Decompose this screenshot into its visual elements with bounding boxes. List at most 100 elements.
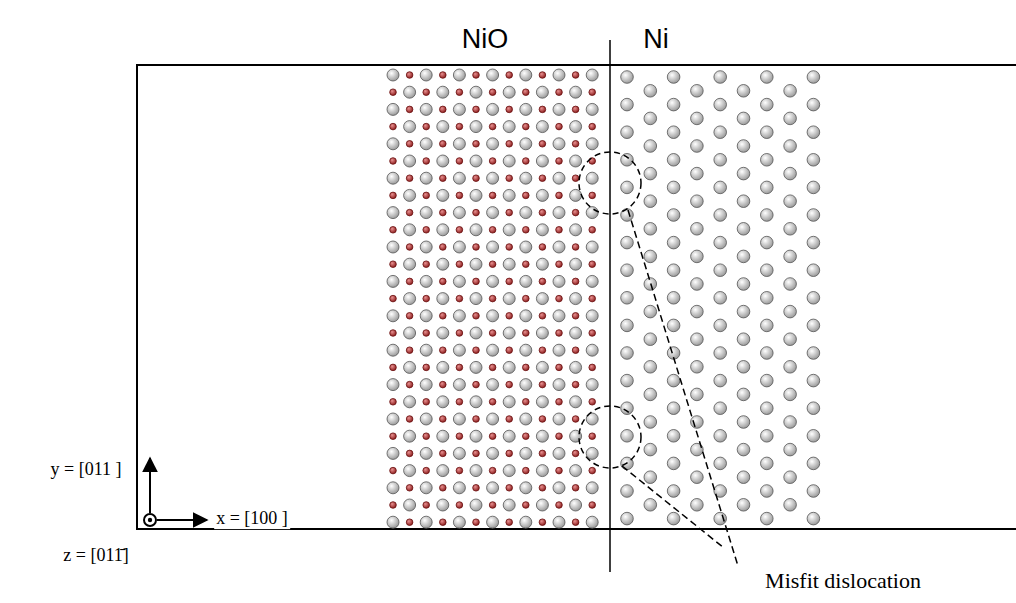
oxygen-atom — [473, 416, 480, 423]
axis-label: x = [100 ] — [214, 509, 290, 529]
nickel-atom — [487, 207, 499, 219]
nickel-atom — [667, 374, 680, 387]
nickel-atom — [784, 499, 797, 512]
oxygen-atom — [456, 295, 463, 302]
oxygen-atom — [423, 295, 430, 302]
oxygen-atom — [440, 72, 447, 79]
oxygen-atom — [406, 175, 413, 182]
nickel-atom — [387, 103, 399, 115]
nickel-atom — [714, 430, 727, 443]
nickel-atom — [420, 138, 432, 150]
nickel-atom — [420, 241, 432, 253]
nickel-atom — [520, 275, 532, 287]
nickel-atom — [586, 516, 598, 528]
nickel-atom — [737, 471, 750, 484]
oxygen-atom — [440, 416, 447, 423]
nickel-atom — [784, 167, 797, 180]
phase-label: NiO — [462, 25, 509, 55]
dislocation-circle — [579, 152, 641, 214]
oxygen-atom — [440, 278, 447, 285]
oxygen-atom — [556, 261, 563, 268]
oxygen-atom — [423, 227, 430, 234]
nickel-atom — [536, 121, 548, 133]
nickel-atom — [453, 172, 465, 184]
oxygen-atom — [589, 192, 596, 199]
nickel-atom — [470, 327, 482, 339]
oxygen-atom — [572, 485, 579, 492]
nickel-atom — [761, 71, 774, 84]
nickel-atom — [761, 98, 774, 111]
nickel-atom — [404, 396, 416, 408]
nickel-atom — [586, 241, 598, 253]
oxygen-atom — [506, 381, 513, 388]
nickel-atom — [437, 224, 449, 236]
nickel-atom — [437, 361, 449, 373]
oxygen-atom — [589, 502, 596, 509]
nickel-atom — [761, 485, 774, 498]
oxygen-atom — [390, 502, 397, 509]
nickel-atom — [570, 121, 582, 133]
nickel-atom — [437, 465, 449, 477]
nickel-atom — [714, 264, 727, 277]
nickel-atom — [387, 172, 399, 184]
oxygen-atom — [440, 209, 447, 216]
nickel-atom — [437, 121, 449, 133]
nickel-atom — [470, 499, 482, 511]
nickel-atom — [553, 207, 565, 219]
nickel-atom — [420, 103, 432, 115]
nickel-atom — [807, 430, 820, 443]
oxygen-atom — [456, 261, 463, 268]
nickel-atom — [737, 305, 750, 318]
nickel-atom — [503, 293, 515, 305]
oxygen-atom — [489, 158, 496, 165]
nickel-atom — [536, 155, 548, 167]
oxygen-atom — [473, 347, 480, 354]
nickel-atom — [553, 172, 565, 184]
nickel-atom — [520, 241, 532, 253]
nickel-atom — [470, 258, 482, 270]
oxygen-atom — [406, 313, 413, 320]
nickel-atom — [570, 189, 582, 201]
nickel-atom — [644, 333, 657, 346]
oxygen-atom — [539, 209, 546, 216]
oxygen-atom — [523, 330, 530, 337]
nickel-atom — [784, 112, 797, 125]
nickel-atom — [453, 241, 465, 253]
oxygen-atom — [539, 244, 546, 251]
nickel-atom — [644, 388, 657, 401]
nickel-atom — [737, 250, 750, 263]
nickel-atom — [714, 512, 727, 525]
oxygen-atom — [572, 244, 579, 251]
oxygen-atom — [572, 347, 579, 354]
nickel-atom — [553, 344, 565, 356]
nickel-atom — [387, 275, 399, 287]
oxygen-atom — [589, 89, 596, 96]
nickel-atom — [553, 413, 565, 425]
nickel-atom — [586, 447, 598, 459]
oxygen-atom — [506, 347, 513, 354]
nickel-atom — [520, 207, 532, 219]
nickel-atom — [453, 344, 465, 356]
nickel-atom — [420, 447, 432, 459]
nickel-atom — [536, 258, 548, 270]
oxygen-atom — [572, 278, 579, 285]
atom-lattice — [387, 69, 820, 528]
nickel-atom — [570, 499, 582, 511]
nickel-atom — [761, 292, 774, 305]
oxygen-atom — [589, 364, 596, 371]
nickel-atom — [536, 430, 548, 442]
oxygen-atom — [406, 450, 413, 457]
oxygen-atom — [489, 227, 496, 234]
oxygen-atom — [523, 261, 530, 268]
oxygen-atom — [539, 416, 546, 423]
nickel-atom — [553, 379, 565, 391]
oxygen-atom — [390, 364, 397, 371]
nickel-atom — [807, 319, 820, 332]
nickel-atom — [420, 482, 432, 494]
nickel-atom — [691, 85, 704, 98]
nickel-atom — [503, 327, 515, 339]
nickel-atom — [586, 207, 598, 219]
oxygen-atom — [440, 347, 447, 354]
nickel-atom — [387, 241, 399, 253]
oxygen-atom — [406, 519, 413, 526]
